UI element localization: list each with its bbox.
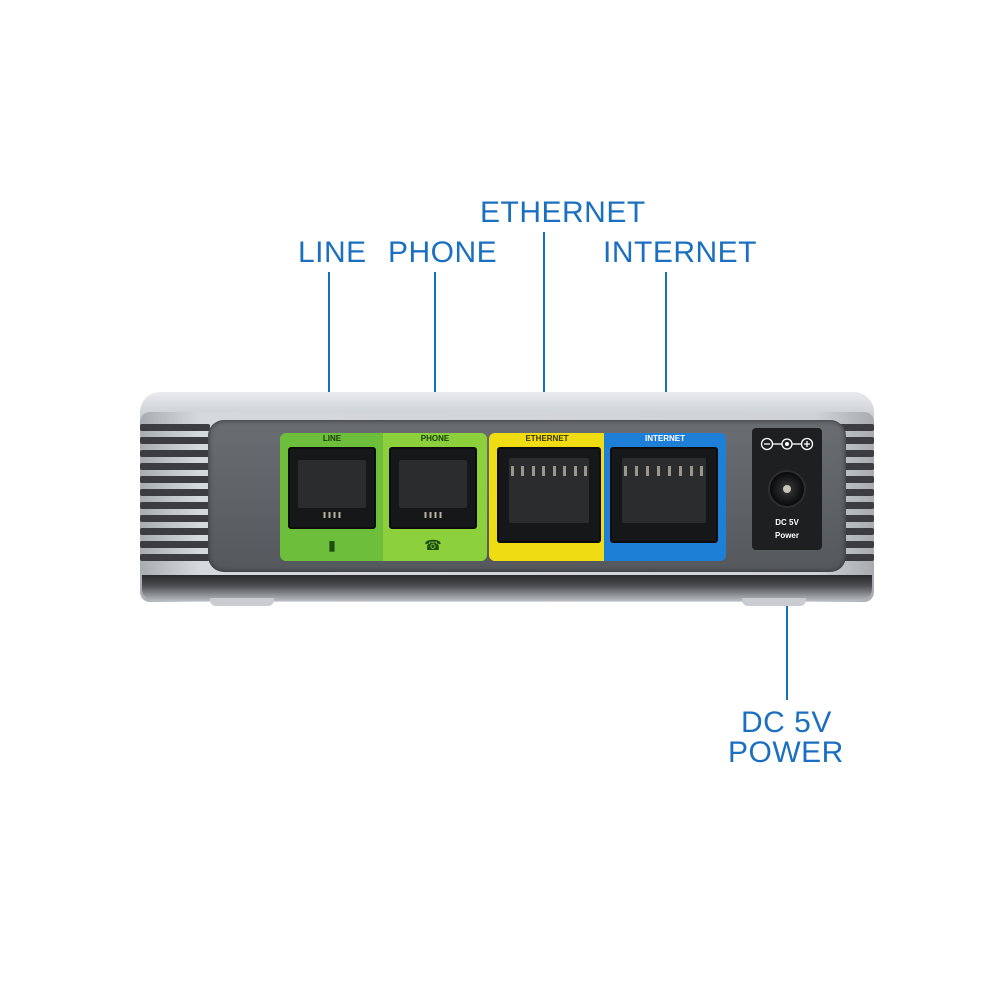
phone-port-block: PHONE ☎ [383,433,487,561]
callout-ethernet: ETHERNET [480,196,646,229]
power-panel: DC 5V Power [752,428,822,550]
line-jack[interactable] [288,447,376,529]
power-rating-label: DC 5V [775,518,799,527]
internet-port-label: INTERNET [645,434,685,443]
device-foot-left [210,598,274,606]
device-base [142,575,872,601]
internet-port-block: INTERNET [604,433,726,561]
device-foot-right [742,598,806,606]
dc-power-jack[interactable] [768,470,806,508]
ethernet-port-label: ETHERNET [525,434,569,443]
phone-port-label: PHONE [420,434,450,443]
callout-dc-power-line2: POWER [728,736,844,769]
dc-polarity-icon [760,437,814,451]
vents-left [140,424,210,570]
power-label: Power [774,531,799,540]
callout-internet: INTERNET [603,236,757,269]
handset-base-icon: ▮ [328,537,336,553]
leader-phone [434,272,436,422]
ethernet-jack[interactable] [497,447,601,543]
ethernet-port-block: ETHERNET [489,433,605,561]
line-port-block: LINE ▮ [280,433,384,561]
phone-jack[interactable] [389,447,477,529]
callout-dc-power-line1: DC 5V [741,706,832,739]
leader-line [328,272,330,422]
telephone-icon: ☎ [424,537,442,553]
callout-phone: PHONE [388,236,498,269]
internet-jack[interactable] [610,447,718,543]
leader-dc-power [786,560,788,700]
callout-line: LINE [298,236,367,269]
line-port-label: LINE [322,434,342,443]
vents-right [820,424,874,570]
leader-internet [665,272,667,422]
leader-ethernet [543,232,545,422]
